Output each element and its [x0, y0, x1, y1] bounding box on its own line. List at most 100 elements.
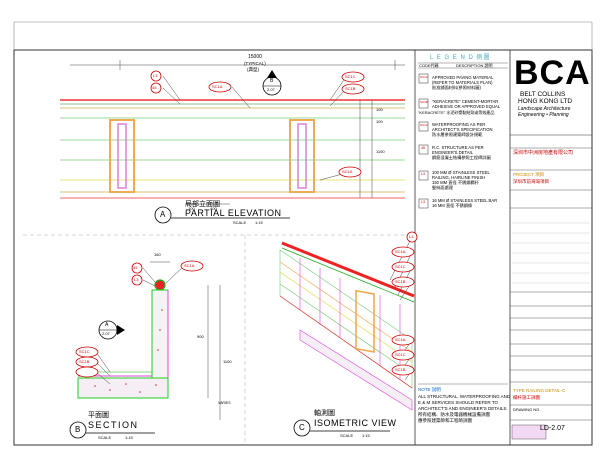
- section-dim-top: 160: [154, 252, 161, 257]
- elevation-dim-side-3: 1100: [376, 149, 385, 154]
- section-title: SECTION: [88, 420, 139, 430]
- section-tag-l3: L3: [134, 277, 139, 282]
- partial-elevation: [60, 60, 405, 224]
- elevation-tag-sc1b: SC1B: [345, 86, 356, 91]
- project-label: PROJECT 項目: [513, 172, 545, 177]
- iso-tag-sc1a-2: SC1A: [395, 337, 406, 342]
- iso-tag-sc1b: SC1B: [395, 279, 406, 284]
- legend-item-6-line-2: 16 MM 直徑 不銹鋼條: [432, 203, 473, 208]
- legend-item-5-line-2: RAILING, HAIRLINE FINISH: [432, 175, 486, 180]
- elevation-tag-45: 45: [152, 85, 157, 90]
- elevation-dim-top-note-cn: (典型): [247, 67, 259, 72]
- drawing-title-en: TYPE RAILING DETAIL-C: [513, 388, 566, 393]
- legend-item-4-line-3: 鋼筋混凝土結構參照工程師詳圖: [432, 155, 491, 160]
- legend-panel: [418, 62, 508, 385]
- legend-item-5-code: L3: [421, 172, 425, 176]
- legend-item-2-line-1: "KERACRETE" CEMENT-MORTAR: [432, 99, 499, 104]
- iso-note-line-4: 所有結構、防水及電器機械設備詳圖: [418, 412, 490, 417]
- legend-item-5-line-3: 150 MM 直徑 不銹鋼欄杆: [432, 180, 479, 185]
- company-name-1: BELT COLLINS: [520, 91, 566, 98]
- company-name-2: HONG KONG LTD: [518, 98, 573, 105]
- client-name: 深圳市中洲房地產有限公司: [513, 150, 574, 156]
- elevation-title-cn: 局部立面圖: [185, 201, 220, 208]
- section-dim-mid: 900: [197, 334, 204, 339]
- section-dim-low: 1100: [223, 359, 232, 364]
- isometric-drawing: [279, 231, 418, 437]
- elevation-tag-l3: L3: [153, 73, 158, 78]
- legend-col-code: CODE代碼: [419, 63, 439, 68]
- legend-item-2-code: SC1B: [420, 100, 428, 104]
- drawing-no-label: DRAWING NO.: [513, 407, 541, 412]
- elevation-callout: A: [160, 210, 166, 219]
- iso-tag-sc1b-2: SC1B: [395, 367, 406, 372]
- legend-item-3-line-2: ARCHITECT'S SPECIFICATION: [432, 127, 493, 132]
- section-callout: B: [75, 425, 81, 434]
- legend-col-desc: DESCRIPTION 說明: [456, 63, 493, 68]
- section-ref-letter: A: [105, 322, 109, 328]
- drawing-number: LD-2.07: [540, 425, 565, 432]
- iso-note-line-2: E & M SERVICES SHOULD REFER TO: [418, 400, 499, 405]
- section-title-cn: 平面圖: [88, 412, 109, 419]
- elevation-dim-side-1: 100: [376, 107, 383, 112]
- legend-item-3-line-3: 防水層參照建築師設計規範: [432, 132, 483, 137]
- elevation-dim-bottom-1: 100: [188, 206, 195, 211]
- section-scale-label: SCALE: [98, 435, 112, 440]
- legend-item-2-line-3: "KERACRETE" 水泥砂漿黏結劑或等效產品: [418, 110, 495, 115]
- section-tag-sc1b: SC1B: [79, 359, 90, 364]
- elevation-scale-value: 1:15: [255, 220, 263, 225]
- iso-title: ISOMETRIC VIEW: [314, 418, 397, 428]
- elevation-title: PARTIAL ELEVATION: [185, 208, 282, 218]
- iso-tag-sc1a: SC1A: [395, 249, 406, 254]
- elevation-tag-sc1a: SC1A: [212, 84, 223, 89]
- legend-item-1-line-3: 批准鋪面材料(參照材料圖): [432, 85, 481, 90]
- company-discipline-2: Engineering • Planning: [518, 112, 569, 118]
- elevation-tag-sc1a-2: SC1A: [342, 169, 353, 174]
- legend-item-6-line-1: 16 MM Ø STAINLESS STEEL BAR: [432, 198, 498, 203]
- legend-item-1-line-2: (REFER TO MATERIALS PLAN): [432, 80, 493, 85]
- elevation-scale-label: SCALE: [233, 220, 247, 225]
- elevation-tag-sc1c: SC1C: [345, 74, 356, 79]
- legend-item-5-line-4: 髮絲面處理: [432, 185, 453, 190]
- legend-item-2-line-2: ADHESIVE OR APPROVED EQUAL: [432, 104, 501, 109]
- elevation-ref-sheet: 2.07: [267, 87, 275, 92]
- iso-tag-sc1c: SC1C: [395, 264, 406, 269]
- section-scale-value: 1:15: [125, 435, 133, 440]
- drawing-title-cn: 欄杆施工詳圖: [513, 395, 540, 400]
- section-drawing: [69, 260, 221, 439]
- project-name: 深圳市前海灣項目: [513, 179, 549, 184]
- iso-callout: C: [299, 423, 305, 432]
- section-tag-sc1c: SC1C: [79, 349, 90, 354]
- section-ref-sheet: 2.07: [102, 331, 110, 336]
- iso-note-line-1: ALL STRUCTURAL, WATERPROOFING AND: [418, 394, 511, 399]
- legend-item-4-code: 45: [421, 146, 425, 150]
- legend-item-3-code: SC1C: [420, 123, 429, 127]
- legend-item-5-line-1: 100 MM Ø STAINLESS STEEL: [432, 170, 490, 175]
- legend-item-3-line-1: WATERPROOFING AS PER: [432, 122, 486, 127]
- title-block: [510, 134, 592, 440]
- elevation-dim-top: 15000: [248, 54, 262, 60]
- elevation-dim-bottom-2: 400: [210, 206, 217, 211]
- section-tag-45: 45: [133, 265, 138, 270]
- iso-note-line-3: ARCHITECT'S AND ENGINEER'S DETAILS.: [418, 406, 508, 411]
- company-discipline-1: Landscape Architecture: [518, 106, 571, 112]
- legend-item-6-code: L3: [421, 200, 425, 204]
- iso-scale-label: SCALE: [340, 433, 354, 438]
- legend-item-4-line-1: R.C. STRUCTURE AS PER: [432, 145, 484, 150]
- company-logo: BCA: [514, 54, 591, 92]
- iso-tag-sc1c-2: SC1C: [395, 352, 406, 357]
- legend-item-1-code: SC1A: [420, 75, 428, 79]
- iso-tag-l3: L3: [409, 234, 414, 239]
- legend-heading: L E G E N D 例圖: [430, 55, 491, 61]
- section-dim-varies: VARIES: [218, 401, 231, 405]
- elevation-ref-letter: B: [270, 78, 274, 84]
- elevation-dim-top-note: (TYPICAL): [244, 61, 266, 66]
- legend-item-1-line-1: APPROVED PAVING MATERIAL: [432, 75, 494, 80]
- iso-note-heading: NOTE 說明: [418, 387, 441, 392]
- elevation-dim-side-2: 100: [376, 119, 383, 124]
- iso-scale-value: 1:15: [362, 433, 370, 438]
- iso-note-line-5: 應參照建築師和工程師詳圖: [418, 418, 472, 423]
- section-tag-sc1a: SC1A: [184, 263, 195, 268]
- legend-item-4-line-2: ENGINEER'S DETAIL: [432, 150, 473, 155]
- iso-title-cn: 軸測圖: [314, 410, 335, 417]
